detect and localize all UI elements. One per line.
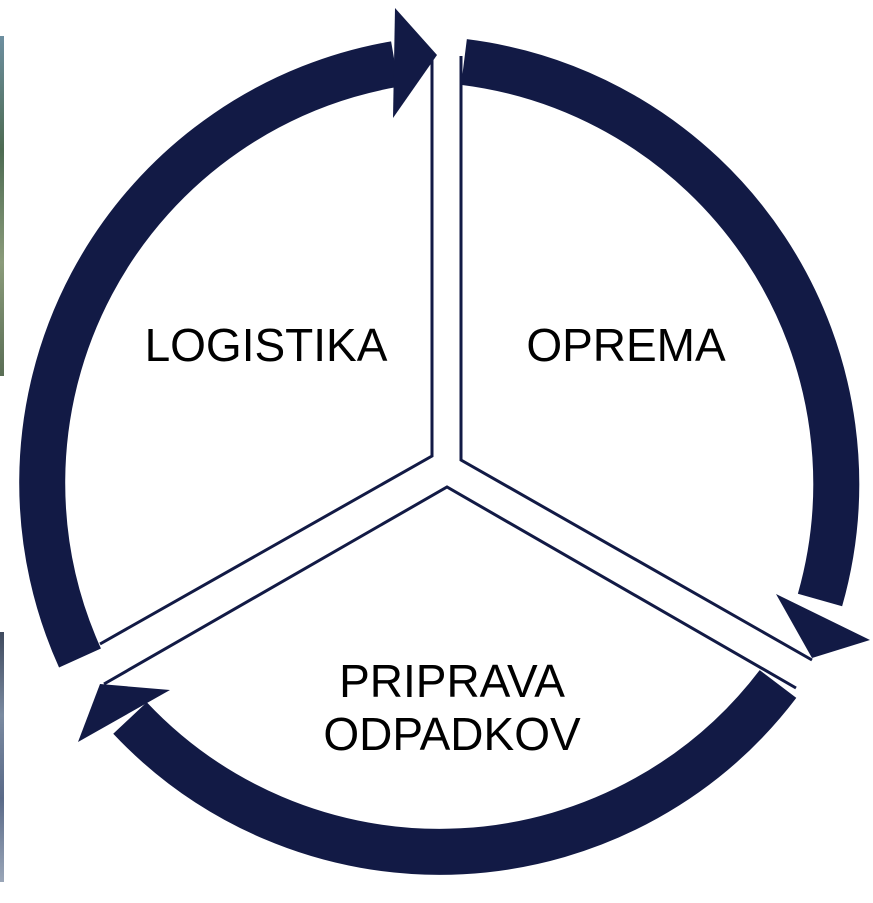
- photo-strip-bottom: [0, 632, 4, 882]
- segment-label-oprema: OPREMA: [526, 319, 726, 371]
- arrowhead-top-icon: [393, 8, 437, 118]
- divider-left-segment: [99, 56, 434, 646]
- photo-strip-top: [0, 36, 4, 376]
- arc-oprema: [461, 39, 860, 607]
- divider-right-segment: [459, 56, 813, 662]
- segment-dividers: [99, 56, 813, 690]
- arc-priprava: [113, 670, 797, 875]
- segment-label-logistika: LOGISTIKA: [145, 319, 388, 371]
- cycle-arrows: [19, 8, 870, 875]
- segment-label-priprava-line1: PRIPRAVA: [339, 655, 565, 707]
- divider-bottom-segment: [103, 485, 797, 690]
- arrowhead-right-icon: [776, 594, 870, 658]
- arrowhead-left-icon: [78, 684, 170, 742]
- segment-label-priprava-line2: ODPADKOV: [323, 708, 581, 760]
- arc-logistika: [19, 41, 399, 668]
